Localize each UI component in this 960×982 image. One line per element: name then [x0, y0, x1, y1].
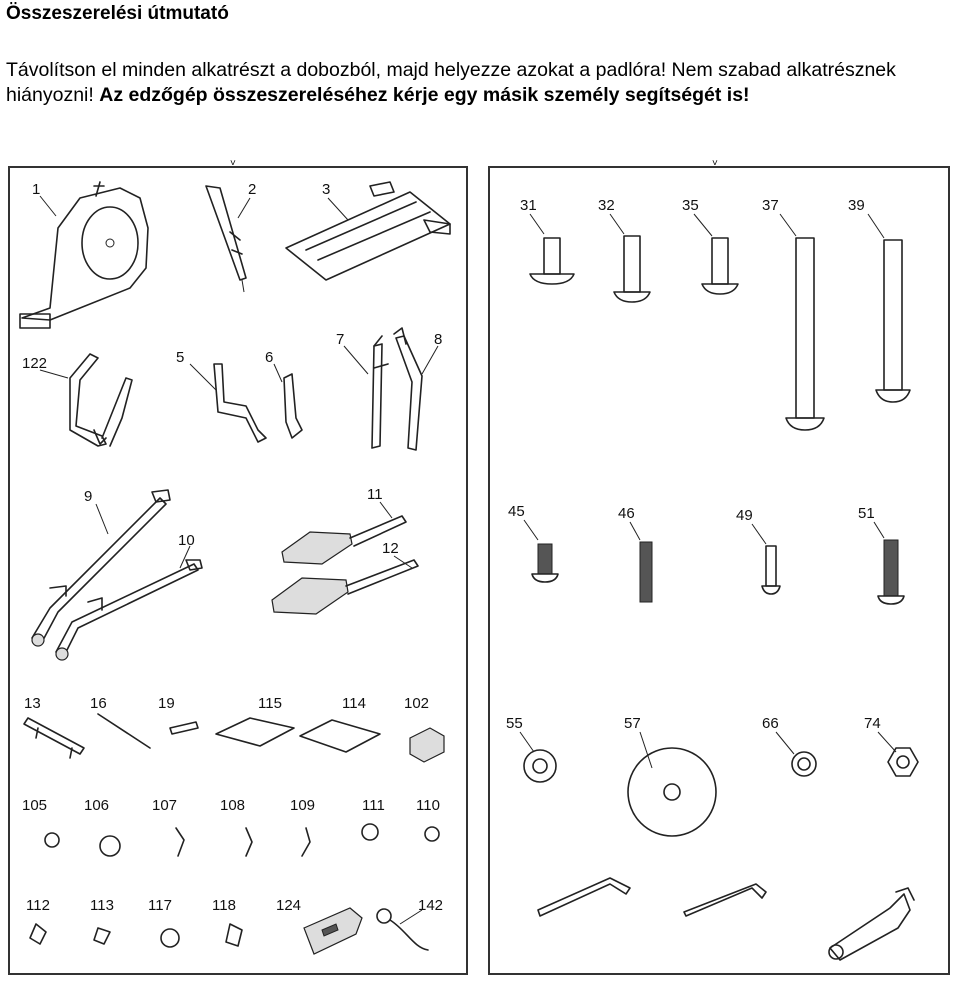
part-label: 16 [90, 695, 107, 712]
bolt-31 [529, 213, 575, 285]
washer-66 [775, 731, 817, 777]
part-label: 117 [148, 897, 172, 914]
part-label: 10 [178, 532, 195, 549]
parts-row-105-110 [44, 823, 440, 857]
parts-drawing-right: 31 32 35 37 39 45 46 49 51 55 57 66 74 [506, 197, 919, 961]
part-label: 35 [682, 197, 699, 214]
part-label: 6 [265, 349, 273, 366]
part-label: 7 [336, 331, 344, 348]
part-label: 49 [736, 507, 753, 524]
part-label: 118 [212, 897, 236, 914]
bolt-49 [751, 523, 781, 595]
part-label: 31 [520, 197, 537, 214]
part-label: 115 [258, 695, 282, 712]
part-label: 3 [322, 181, 330, 198]
part-label: 9 [84, 488, 92, 505]
part-label: 12 [382, 540, 399, 557]
part-label: 142 [418, 897, 443, 914]
part-label: 107 [152, 797, 177, 814]
part-label: 112 [26, 897, 50, 914]
part-label: 11 [367, 486, 383, 503]
bolt-45 [523, 519, 559, 583]
part-label: 57 [624, 715, 641, 732]
part-label: 1 [32, 181, 40, 198]
part-1-main-frame [19, 181, 149, 329]
part-122-handlebar [39, 353, 133, 447]
hardware-panel: 31 32 35 37 39 45 46 49 51 55 57 66 74 [488, 166, 950, 975]
tick-mark: ˅ [230, 158, 236, 169]
parts-drawing-left: 1 2 3 122 5 6 7 8 9 10 11 12 13 16 19 11… [19, 181, 451, 955]
part-label: 5 [176, 349, 184, 366]
part-label: 114 [342, 695, 366, 712]
part-label: 102 [404, 695, 429, 712]
part-label: 105 [22, 797, 47, 814]
allen-key-tool-small [683, 883, 767, 917]
part-label: 2 [248, 181, 256, 198]
part-label: 45 [508, 503, 525, 520]
wrench-tool [828, 887, 915, 961]
part-5-6-upper-arms [189, 363, 303, 443]
bolt-32 [609, 213, 651, 303]
allen-key-tool-large [537, 877, 631, 917]
washer-57 [627, 731, 717, 837]
part-9-10-pedal-arms [31, 489, 203, 661]
part-label: 109 [290, 797, 315, 814]
part-3-base-rail [285, 181, 451, 281]
part-label: 55 [506, 715, 523, 732]
parts-row-13-102 [23, 713, 445, 763]
bolt-39 [867, 213, 911, 403]
washer-55 [519, 731, 557, 783]
parts-row-112-142 [29, 907, 429, 955]
part-label: 124 [276, 897, 301, 914]
part-label: 32 [598, 197, 615, 214]
part-7-8-lower-arms [343, 327, 439, 451]
part-label: 8 [434, 331, 442, 348]
bolt-37 [779, 213, 825, 431]
bolt-35 [693, 213, 739, 295]
part-label: 51 [858, 505, 875, 522]
tick-mark: ˅ [712, 158, 718, 169]
intro-paragraph: Távolítson el minden alkatrészt a dobozb… [6, 58, 956, 108]
part-label: 113 [90, 897, 114, 914]
part-label: 110 [416, 797, 440, 814]
part-label: 19 [158, 695, 175, 712]
part-label: 106 [84, 797, 109, 814]
part-2-console-mast [205, 185, 251, 293]
part-label: 46 [618, 505, 635, 522]
bolt-46 [629, 521, 653, 603]
part-label: 111 [362, 797, 385, 814]
intro-text: Távolítson el minden alkatrészt a dobozb… [6, 59, 896, 106]
part-label: 108 [220, 797, 245, 814]
parts-panel-large: 1 2 3 122 5 6 7 8 9 10 11 12 13 16 19 11… [8, 166, 468, 975]
part-label: 39 [848, 197, 865, 214]
part-label: 66 [762, 715, 779, 732]
part-label: 13 [24, 695, 41, 712]
nut-74 [877, 731, 919, 777]
part-label: 122 [22, 355, 47, 372]
intro-warning: Az edzőgép összeszereléséhez kérje egy m… [99, 84, 750, 106]
bolt-51 [873, 521, 905, 605]
part-label: 74 [864, 715, 881, 732]
part-11-12-pedals [271, 501, 419, 615]
page-title: Összeszerelési útmutató [6, 3, 229, 24]
part-label: 37 [762, 197, 779, 214]
